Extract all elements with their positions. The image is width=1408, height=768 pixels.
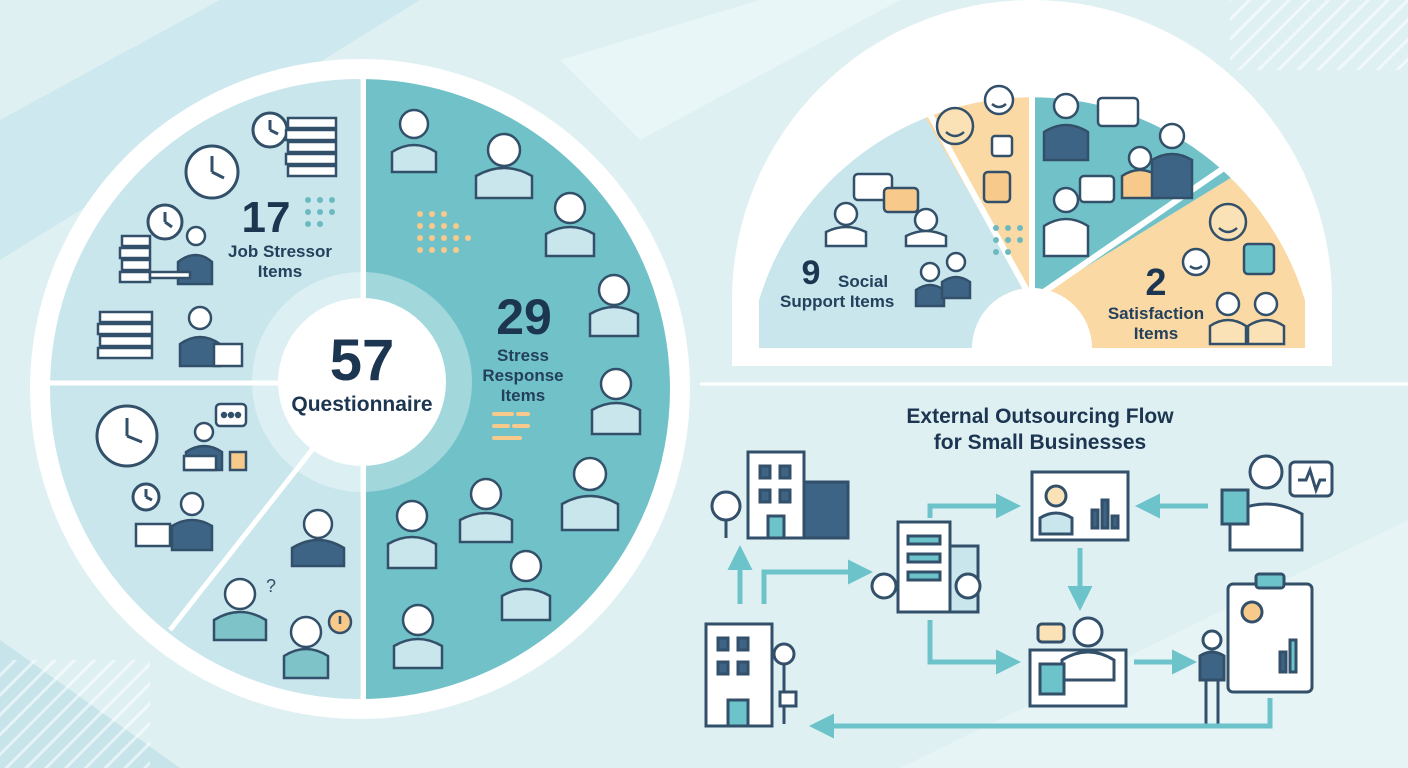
flow-title: External Outsourcing Flow for Small Busi…: [860, 404, 1220, 456]
company-building-icon: [710, 450, 850, 540]
stressed-person-icon: [500, 549, 552, 622]
satisfaction-label-line1: Satisfaction: [1107, 304, 1205, 323]
thumbs-up-icon: [982, 134, 1014, 204]
job-stressor-label-line1: Job Stressor: [228, 242, 332, 261]
satisfaction-label: Satisfaction Items: [1100, 304, 1212, 344]
flow-arrows: [727, 493, 1273, 739]
thumbs-up-icon: [1242, 242, 1276, 276]
social-support-label-line1: Social: [838, 272, 889, 291]
stress-response-label: Stress Response Items: [468, 346, 578, 406]
stressed-person-icon: [560, 456, 620, 532]
clock-icon: [184, 144, 240, 200]
job-stressor-label-line2: Items: [257, 262, 303, 281]
small-business-building-icon: [704, 622, 798, 728]
questionnaire-total-label: Questionnaire: [291, 393, 433, 416]
stress-response-label-line3: Items: [500, 386, 546, 405]
dash-lines-decoration: [492, 412, 530, 440]
dot-grid-decoration: [993, 225, 1023, 255]
outsourcing-flow-diagram: [700, 382, 1408, 739]
dot-grid-decoration-peach: [417, 211, 471, 253]
chat-bubble-icon: [852, 172, 920, 214]
smiley-icon: [983, 84, 1015, 116]
clock-icon: [131, 482, 161, 512]
stressed-person-icon: [458, 477, 514, 544]
job-stressor-label: Job Stressor Items: [218, 242, 342, 282]
clock-icon: [146, 203, 184, 241]
stress-response-label-line2: Response: [482, 366, 564, 385]
flow-title-line1: External Outsourcing Flow: [906, 405, 1174, 428]
smiley-icon: [1208, 202, 1248, 242]
dot-grid-decoration: [305, 197, 335, 227]
happy-people-icon: [1208, 291, 1286, 346]
person-icon: [824, 201, 948, 248]
paper-stack-icon: [284, 116, 338, 178]
satisfaction-number: 2: [1145, 262, 1167, 304]
clipboard-report-icon: [1198, 572, 1314, 726]
alert-person-icon: [282, 609, 353, 680]
clock-icon: [95, 404, 159, 468]
stressed-person-icon: [544, 191, 596, 258]
social-support-label: Social Support Items: [780, 272, 910, 312]
job-stressor-number: 17: [241, 193, 291, 242]
worker-figure-icon: [148, 225, 214, 286]
stressed-person-icon: [590, 367, 642, 436]
doctor-figure-icon: [1220, 454, 1334, 552]
flow-title-line2: for Small Businesses: [933, 431, 1147, 454]
worker-figure-icon: [178, 305, 244, 368]
smiley-icon: [935, 106, 975, 146]
meeting-people-icon: [1042, 92, 1194, 258]
stressed-person-icon: [588, 273, 640, 338]
svg-text:?: ?: [266, 576, 276, 596]
stress-response-number: 29: [496, 289, 552, 345]
stressed-person-icon: [392, 603, 444, 670]
confused-person-icon: ?: [212, 576, 276, 642]
stressed-person-icon: [474, 132, 534, 200]
social-support-number: 9: [801, 254, 821, 292]
social-support-label-line2: Support Items: [780, 292, 895, 311]
worried-person-icon: [290, 508, 346, 568]
satisfaction-label-line2: Items: [1133, 324, 1179, 343]
online-consultation-panel-icon: [1028, 616, 1128, 708]
questionnaire-total-number: 57: [329, 328, 395, 393]
stressed-person-icon: [386, 499, 438, 570]
speech-bubble-icon: [214, 402, 248, 428]
smiley-icon: [1181, 247, 1211, 277]
laptop-worker-icon: [134, 491, 214, 552]
laptop-worker-icon: [182, 421, 248, 472]
paper-stack-icon: [96, 310, 154, 360]
health-report-panel-icon: [1030, 470, 1130, 542]
support-team-icon: [914, 251, 972, 308]
office-building-icon: [870, 520, 982, 614]
support-gauge-chart: [732, 0, 1332, 366]
stressed-person-icon: [390, 108, 438, 174]
stress-response-label-line1: Stress: [497, 346, 549, 365]
